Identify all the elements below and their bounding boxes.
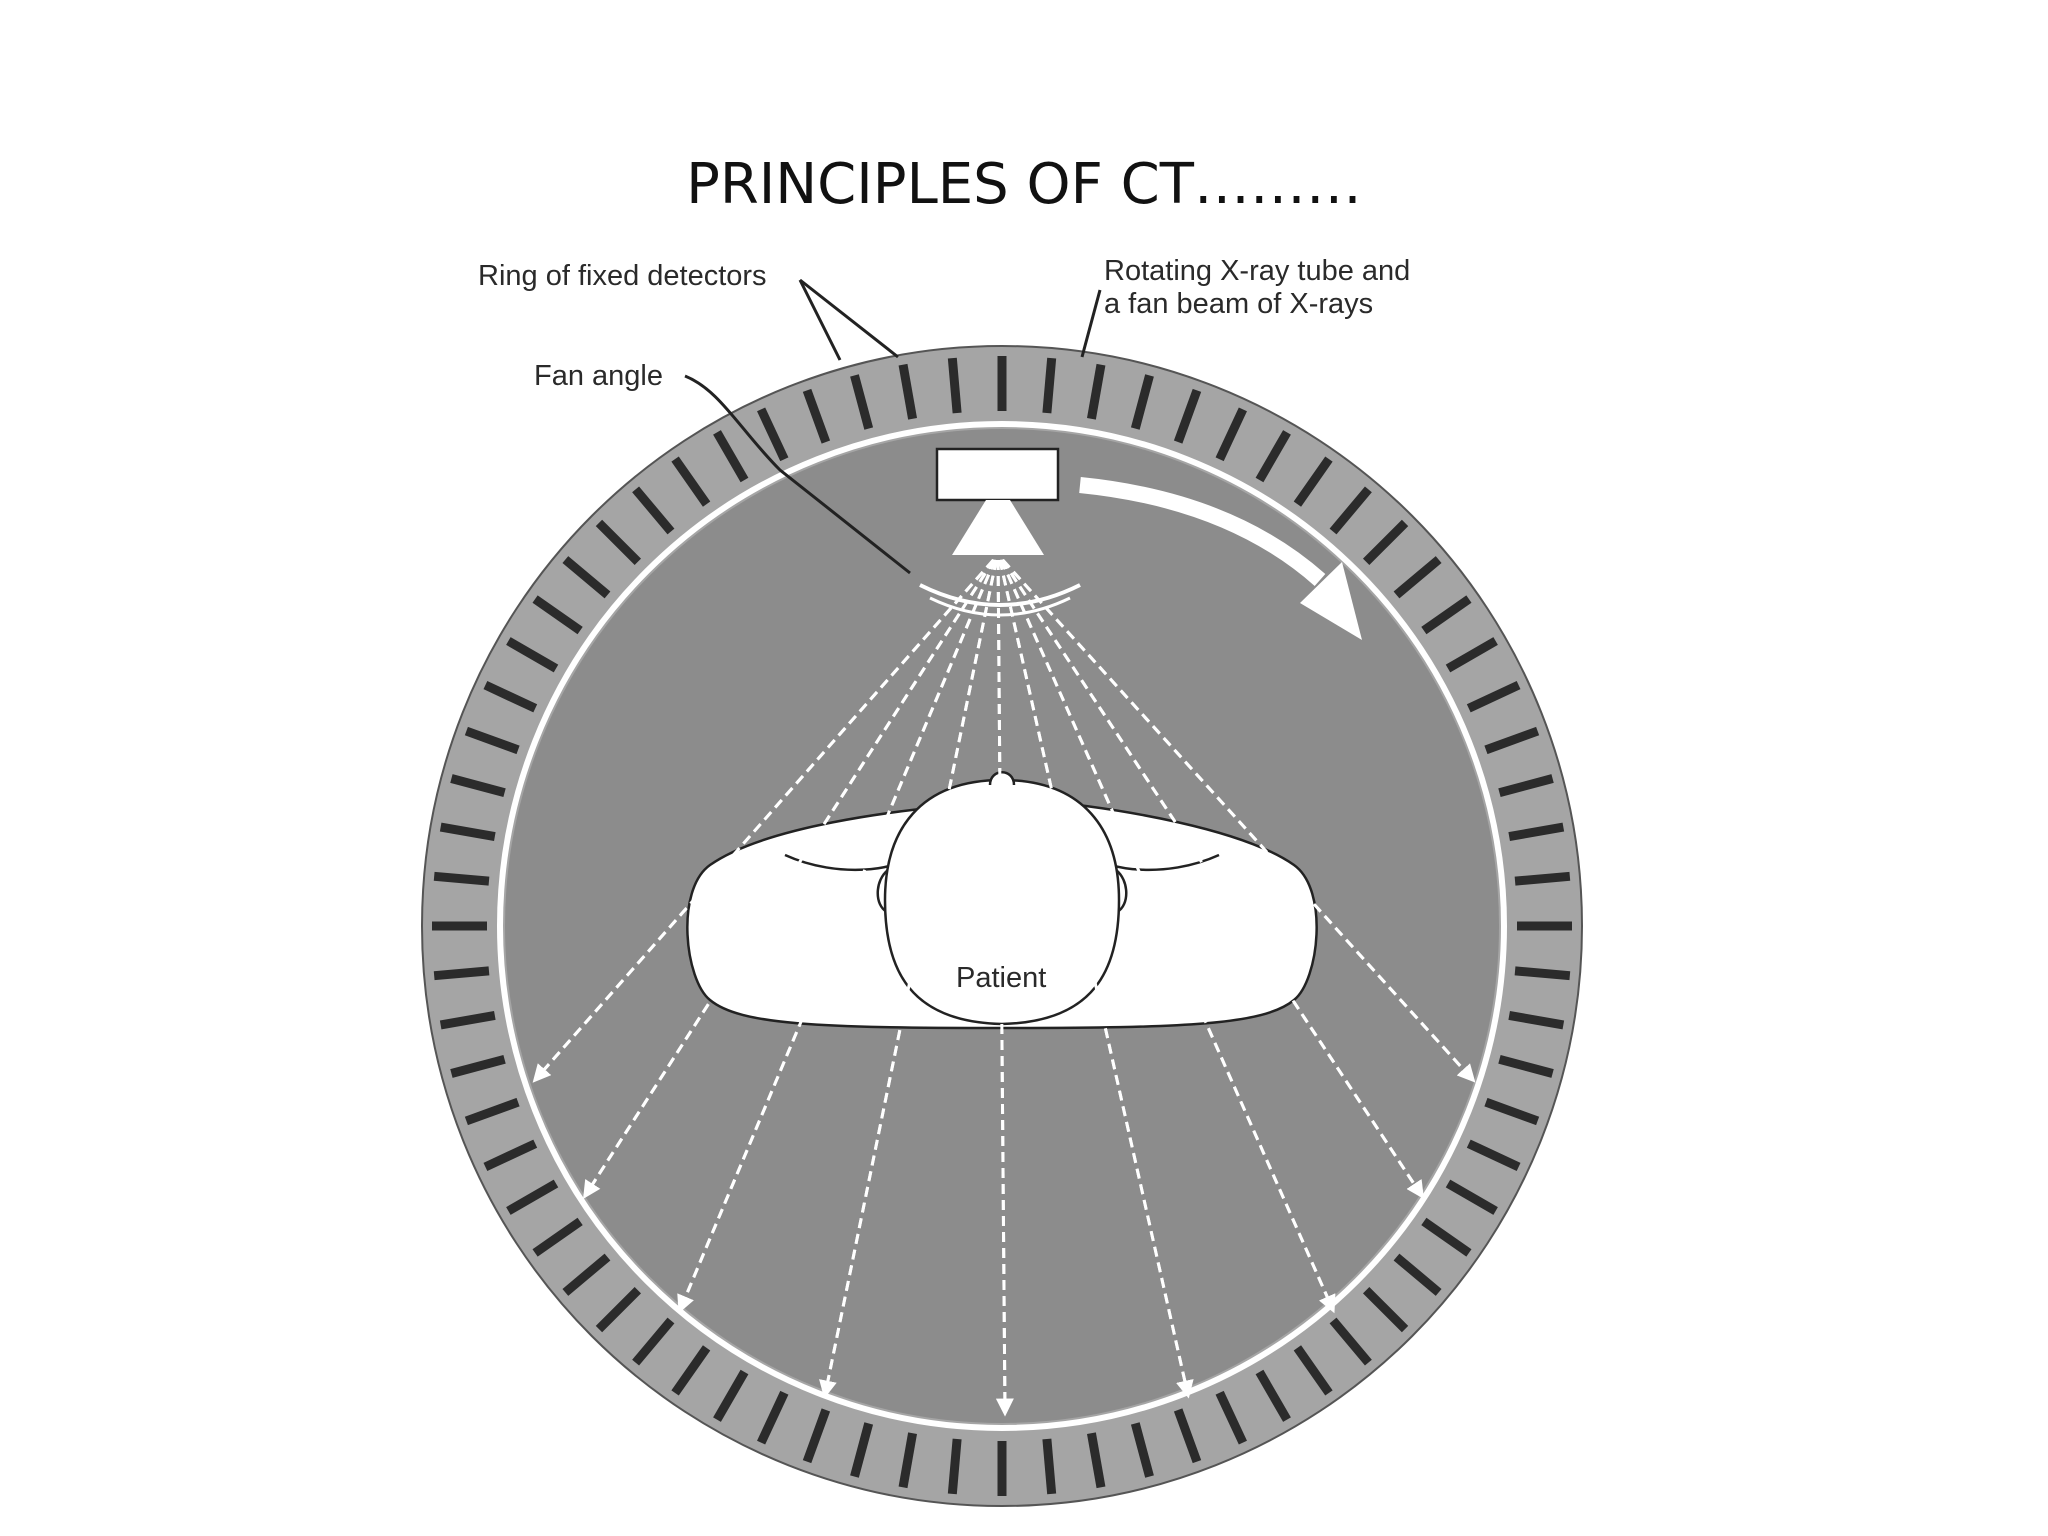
xray-tube-collimator — [952, 500, 1044, 555]
detector-segment — [850, 1422, 874, 1478]
detector-segment — [898, 1432, 918, 1489]
fan-angle-arcs — [919, 583, 1081, 617]
detector-segment — [1329, 1317, 1372, 1366]
detector-segment — [1173, 388, 1202, 444]
label-leader-lines — [684, 278, 1102, 575]
xray-tube-housing — [935, 447, 1060, 502]
detector-segment — [483, 681, 538, 713]
detector-segment — [947, 357, 962, 414]
detector-segment — [757, 407, 789, 462]
detector-segment — [439, 822, 496, 842]
detector-segment — [532, 1217, 583, 1257]
detector-segment — [532, 595, 583, 635]
fan-beam-ray — [533, 559, 995, 1081]
detector-segment — [1215, 407, 1247, 462]
detector-segment — [1421, 1217, 1472, 1257]
detector-segment — [1498, 774, 1554, 798]
rotation-arrow-icon — [1079, 477, 1362, 640]
fan-beam-ray — [583, 559, 996, 1197]
detector-segment — [1042, 357, 1057, 414]
detector-segment — [671, 1345, 711, 1396]
detector-segment — [1466, 681, 1521, 713]
detector-segment — [1293, 456, 1333, 507]
detector-segment — [1445, 1179, 1498, 1215]
detector-segment — [1215, 1390, 1247, 1445]
detector-segments — [432, 356, 1572, 1496]
detector-segment — [439, 1010, 496, 1030]
detector-segment — [595, 519, 642, 566]
label-tube-line2: a fan beam of X-rays — [1104, 288, 1373, 320]
detector-segment — [1255, 430, 1291, 483]
inner-ring-outline — [497, 421, 1507, 1431]
detector-segment — [1484, 1097, 1540, 1126]
detector-segment — [1498, 1054, 1554, 1078]
detector-segment — [632, 1317, 675, 1366]
fan-beam-ray — [999, 559, 1335, 1311]
detector-segment — [1255, 1369, 1291, 1422]
detector-segment — [1173, 1408, 1202, 1464]
detector-segment — [1293, 1345, 1333, 1396]
detector-segment — [1086, 1432, 1106, 1489]
detector-segment — [757, 1390, 789, 1445]
detector-segment — [1130, 1422, 1154, 1478]
detector-segment — [1130, 374, 1154, 430]
detector-segment — [802, 388, 831, 444]
detector-segment — [1514, 871, 1571, 886]
detector-segment — [506, 1179, 559, 1215]
label-tube-line1: Rotating X-ray tube and — [1104, 255, 1410, 287]
detector-segment — [947, 1438, 962, 1495]
detector-segment — [1393, 556, 1442, 599]
detector-segment — [506, 637, 559, 673]
detector-segment — [1362, 519, 1409, 566]
fan-beam-rays-over-patient — [533, 558, 1475, 1414]
detector-segment — [483, 1139, 538, 1171]
detector-segment — [595, 1286, 642, 1333]
fan-beam-ray — [1001, 558, 1475, 1082]
detector-segment — [671, 456, 711, 507]
detector-segment — [562, 1253, 611, 1296]
detector-segment — [1329, 486, 1372, 535]
detector-segment — [1421, 595, 1472, 635]
detector-segment — [433, 966, 490, 981]
detector-segment — [464, 726, 520, 755]
detector-segment — [433, 871, 490, 886]
detector-segment — [802, 1408, 831, 1464]
fan-beam-ray — [823, 559, 998, 1396]
detector-segment — [1042, 1438, 1057, 1495]
detector-segment — [850, 374, 874, 430]
detector-segment — [1362, 1286, 1409, 1333]
detector-segment — [1508, 1010, 1565, 1030]
detector-segment — [450, 774, 506, 798]
detector-segment — [1086, 363, 1106, 420]
detector-segment — [464, 1097, 520, 1126]
detector-segment — [1508, 822, 1565, 842]
detector-segment — [1484, 726, 1540, 755]
fan-beam-ray — [678, 559, 997, 1311]
detector-segment — [1514, 966, 1571, 981]
fan-beam-ray — [996, 559, 1007, 1414]
label-detectors: Ring of fixed detectors — [478, 260, 767, 292]
slide-title: PRINCIPLES OF CT……… — [686, 152, 1362, 217]
detector-segment — [562, 556, 611, 599]
detector-segment — [1445, 637, 1498, 673]
label-patient: Patient — [956, 962, 1046, 994]
detector-segment — [1466, 1139, 1521, 1171]
fan-beam-ray — [998, 559, 1190, 1396]
patient-nose — [988, 771, 1016, 786]
detector-segment — [898, 363, 918, 420]
detector-segment — [450, 1054, 506, 1078]
detector-segment — [713, 1369, 749, 1422]
xray-tube-icon — [935, 447, 1060, 555]
detector-segment — [632, 486, 675, 535]
detector-segment — [1393, 1253, 1442, 1296]
label-fan-angle: Fan angle — [534, 360, 663, 392]
detector-segment — [713, 430, 749, 483]
